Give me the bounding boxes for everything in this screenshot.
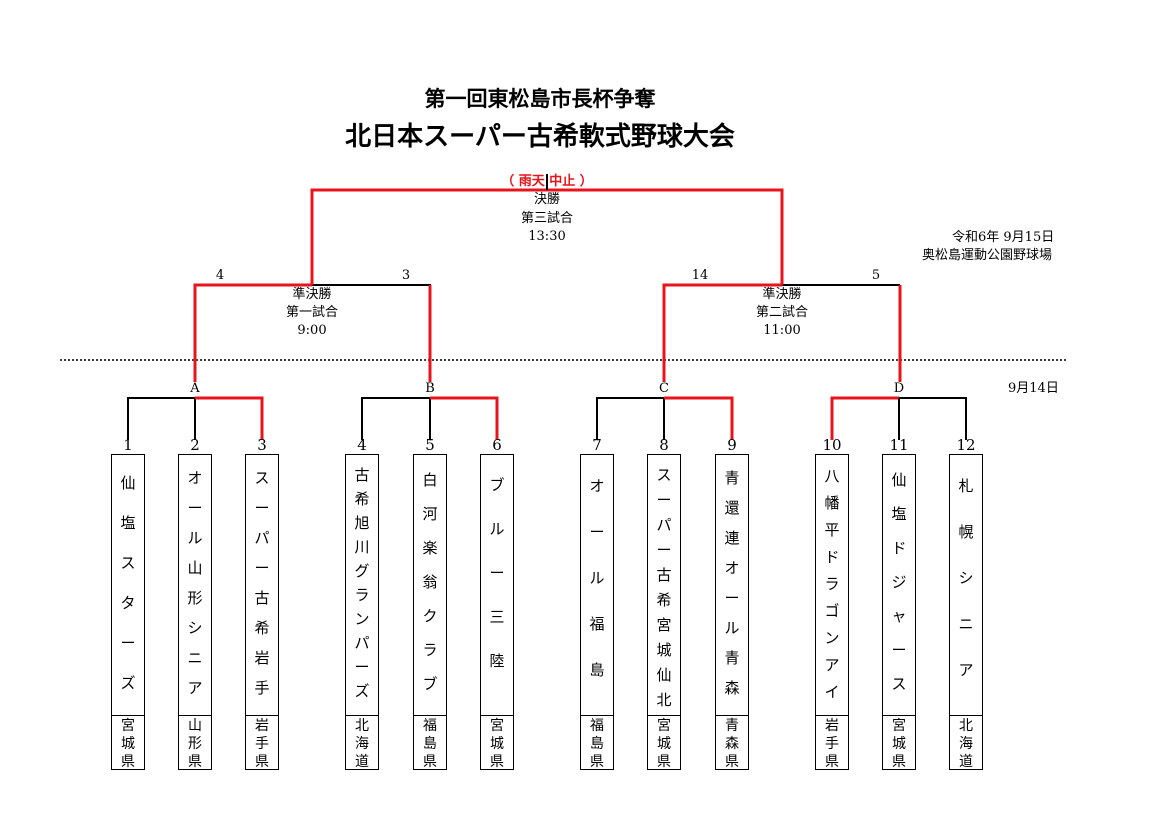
team-name: 白 河 楽 翁 ク ラ ブ [422,471,438,693]
team-prefecture: 青 森 県 [716,715,748,773]
team-name: ブ ル ー 三 陸 [489,476,505,670]
group-c-lines [596,396,734,440]
team-box: 仙 塩 ス タ ー ズ 宮 城 県 [111,454,145,770]
group-label-a: A [190,381,200,396]
team-number: 9 [727,436,737,454]
team-box: 札 幌 シ ニ ア 北 海 道 [949,454,983,770]
final-game: 第三試合 [520,211,573,226]
team-number: 4 [357,436,367,454]
group-d-lines [830,396,967,440]
team-prefecture: 福 島 県 [414,715,446,773]
team-name: 仙 塩 ス タ ー ズ [120,474,136,692]
semi1-lines [193,283,432,382]
final-lines [310,174,784,285]
team-prefecture: 宮 城 県 [648,715,680,773]
team-number: 1 [123,436,133,454]
group-label-d: D [893,381,905,396]
semi2-game: 第二試合 [755,305,808,320]
team-prefecture: 山 形 県 [179,715,211,773]
group-a-lines [127,396,264,440]
team-box: 八 幡 平 ド ラ ゴ ン ア イ 岩 手 県 [815,454,849,770]
team-prefecture: 宮 城 県 [112,715,144,773]
team-name: 仙 塩 ド ジ ャ ー ス [891,471,907,693]
day1-date: 9月14日 [1008,381,1059,396]
semi2-label: 準決勝 [762,287,802,302]
semi2-lines [662,283,902,382]
semi1-time: 9:00 [297,323,327,338]
team-prefecture: 北 海 道 [950,715,982,773]
title-line-2: 北日本スーパー古希軟式野球大会 [345,122,735,152]
semi2-score-right: 5 [871,268,881,283]
team-box: 青 還 連 オ ー ル 青 森 青 森 県 [715,454,749,770]
team-prefecture: 宮 城 県 [883,715,915,773]
semi1-game: 第一試合 [285,305,338,320]
team-name: 八 幡 平 ド ラ ゴ ン ア イ [824,467,840,701]
team-prefecture: 北 海 道 [346,715,378,773]
final-label: 決勝 [533,192,560,207]
team-prefecture: 岩 手 県 [816,715,848,773]
team-prefecture: 宮 城 県 [481,715,513,773]
team-number: 10 [822,436,842,454]
final-time: 13:30 [528,229,566,244]
team-name: 青 還 連 オ ー ル 青 森 [724,469,740,697]
team-name: オ ー ル 山 形 シ ニ ア [187,469,203,697]
day2-date: 令和6年 9月15日 [952,230,1055,245]
team-number: 12 [956,436,976,454]
semi2-score-left: 14 [691,268,709,283]
team-box: ス ー パ ー 古 希 宮 城 仙 北 宮 城 県 [647,454,681,770]
team-name: オ ー ル 福 島 [589,477,605,679]
team-number: 7 [592,436,602,454]
group-label-b: B [425,381,435,396]
team-box: ス ー パ ー 古 希 岩 手 岩 手 県 [245,454,279,770]
team-box: 白 河 楽 翁 ク ラ ブ 福 島 県 [413,454,447,770]
team-box: 仙 塩 ド ジ ャ ー ス 宮 城 県 [882,454,916,770]
team-number: 2 [190,436,200,454]
semi1-score-left: 4 [215,268,225,283]
team-box: ブ ル ー 三 陸 宮 城 県 [480,454,514,770]
team-number: 3 [257,436,267,454]
group-b-lines [361,396,499,440]
semi1-score-right: 3 [401,268,411,283]
title-line-1: 第一回東松島市長杯争奪 [424,86,656,111]
team-name: 古 希 旭 川 グ ラ ン パ ー ズ [354,466,370,700]
team-number: 6 [492,436,502,454]
team-number: 11 [889,436,909,454]
team-prefecture: 岩 手 県 [246,715,278,773]
semi2-time: 11:00 [763,323,801,338]
semi1-label: 準決勝 [292,287,332,302]
team-box: オ ー ル 福 島 福 島 県 [580,454,614,770]
team-box: オ ー ル 山 形 シ ニ ア 山 形 県 [178,454,212,770]
final-status: （ 雨天 中止 ） [501,174,593,189]
team-number: 8 [659,436,669,454]
team-box: 古 希 旭 川 グ ラ ン パ ー ズ 北 海 道 [345,454,379,770]
group-label-c: C [659,381,669,396]
team-number: 5 [425,436,435,454]
team-name: ス ー パ ー 古 希 岩 手 [254,469,270,697]
team-name: ス ー パ ー 古 希 宮 城 仙 北 [656,466,672,709]
day2-venue: 奥松島運動公園野球場 [922,248,1053,263]
team-prefecture: 福 島 県 [581,715,613,773]
team-name: 札 幌 シ ニ ア [958,477,974,679]
